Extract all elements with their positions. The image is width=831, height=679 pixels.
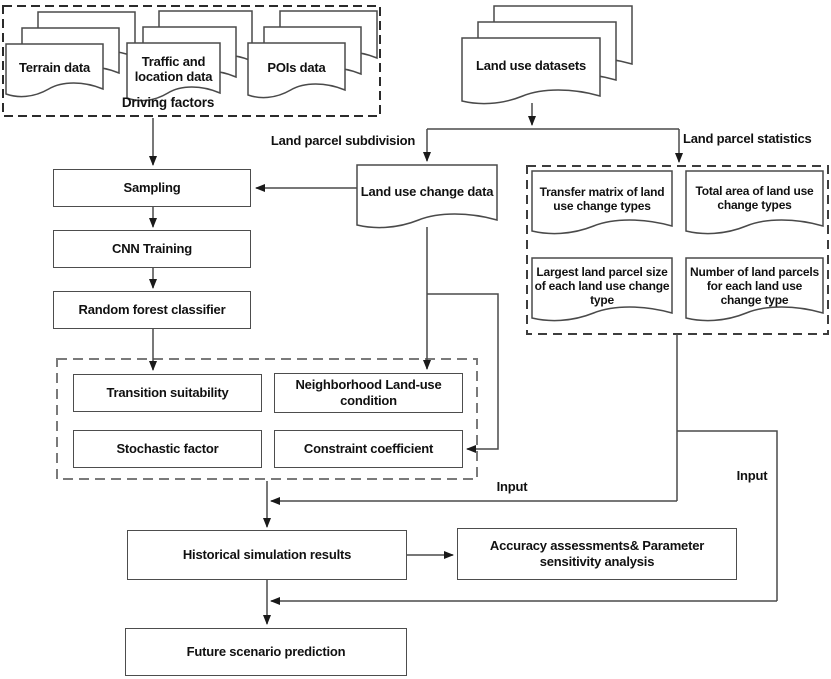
constraint-coefficient-node: Constraint coefficient [274, 430, 463, 468]
largest-parcel-doc-label: Largest land parcel size of each land us… [534, 265, 670, 307]
land-parcel-statistics-label: Land parcel statistics [683, 131, 812, 146]
stochastic-factor-node: Stochastic factor [73, 430, 262, 468]
document-shapes [5, 5, 824, 322]
driving-factors-group-frame [2, 5, 381, 117]
ca-factors-group-frame [56, 358, 478, 480]
transfer-matrix-doc-label: Transfer matrix of land use change types [539, 185, 665, 213]
terrain-data-doc-shape [5, 43, 104, 98]
transfer-matrix-doc-shape [531, 170, 673, 235]
total-area-doc-label: Total area of land use change types [695, 184, 814, 212]
input-right-label: Input [736, 468, 768, 483]
future-prediction-node: Future scenario prediction [125, 628, 407, 676]
land-use-datasets-doc-label: Land use datasets [475, 58, 587, 74]
total-area-doc-shape [685, 170, 824, 235]
edge-changedata-to-constraint [427, 293, 499, 453]
land-use-change-doc-shape [356, 164, 498, 229]
land-use-change-doc-label: Land use change data [360, 184, 494, 200]
cnn-training-node: CNN Training [53, 230, 251, 268]
land-parcel-subdivision-label: Land parcel subdivision [270, 133, 416, 148]
land-use-datasets-doc-shape [461, 37, 601, 105]
transition-suitability-node: Transition suitability [73, 374, 262, 412]
accuracy-assessment-node: Accuracy assessments& Parameter sensitiv… [457, 528, 737, 580]
traffic-location-doc-shape [126, 42, 221, 102]
traffic-location-doc-label: Traffic and location data [134, 53, 213, 84]
random-forest-node: Random forest classifier [53, 291, 251, 329]
edge-statistics-feedback-down [677, 430, 778, 601]
parcel-number-doc-label: Number of land parcels for each land use… [690, 265, 819, 307]
input-left-label: Input [496, 479, 528, 494]
neighborhood-condition-node: Neighborhood Land-use condition [274, 373, 463, 413]
sampling-node: Sampling [53, 169, 251, 207]
terrain-data-doc-label: Terrain data [18, 60, 91, 76]
historical-results-node: Historical simulation results [127, 530, 407, 580]
parcel-number-doc-shape [685, 257, 824, 322]
pois-data-doc-shape [247, 42, 346, 99]
driving-factors-label: Driving factors [121, 95, 215, 110]
pois-data-doc-label: POIs data [267, 60, 326, 76]
largest-parcel-doc-shape [531, 257, 673, 322]
